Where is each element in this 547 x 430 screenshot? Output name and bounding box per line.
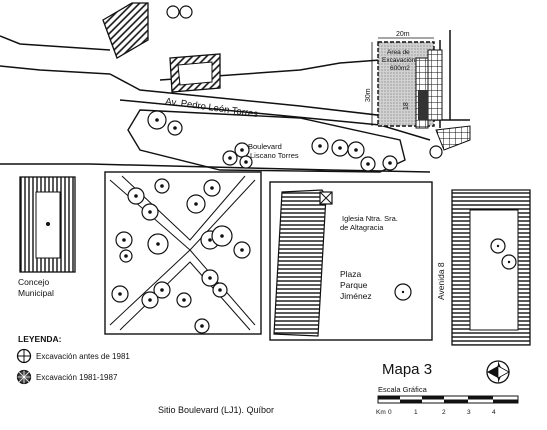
map-title: Mapa 3 — [382, 361, 432, 378]
boulevard-island — [127, 109, 406, 173]
scale-tick-4: 4 — [492, 409, 496, 416]
legend: LEYENDA: Excavación antes de 1981 Excava… — [16, 334, 130, 385]
street-label-boulevard: Boulevard — [248, 142, 282, 151]
excavation-height-label: 30m — [365, 88, 372, 102]
concejo-label-line2: Municipal — [18, 288, 54, 298]
legend-symbol-before-1981 — [16, 348, 32, 364]
street-label-avenida8: Avenida 8 — [436, 262, 446, 300]
legend-symbol-1981-1987 — [16, 369, 32, 385]
tree-icon — [111, 178, 251, 334]
excavation-label-line1: Area de — [387, 49, 410, 56]
excavation-area — [371, 37, 471, 159]
church-block — [269, 181, 433, 341]
street-label-liscano: Liscano Torres — [250, 151, 299, 160]
street-label-av-pedro: Av. Pedro León Torres — [165, 96, 259, 120]
legend-item-before-1981: Excavación antes de 1981 — [36, 352, 130, 361]
concejo-label-line1: Concejo — [18, 277, 49, 287]
building-top-left — [102, 2, 193, 59]
figure-caption: Sitio Boulevard (LJ1). Quíbor — [158, 405, 274, 415]
church-label-line2: de Altagracia — [340, 223, 384, 232]
scale-tick-3: 3 — [467, 409, 471, 416]
scale-tick-2: 2 — [442, 409, 446, 416]
church-label-line1: Iglesia Ntra. Sra. — [342, 214, 398, 223]
excavation-label-line3: 600m2 — [390, 65, 410, 72]
building-top-center — [169, 53, 221, 93]
scale-tick-0: 0 — [388, 409, 392, 416]
plaza-label-line3: Jiménez — [340, 291, 372, 301]
scale-unit: Km — [376, 409, 386, 416]
plaza-block — [104, 171, 262, 335]
building-concejo — [19, 176, 76, 273]
building-right — [451, 189, 531, 346]
scale-title: Escala Gráfica — [378, 385, 428, 394]
north-arrow-icon — [486, 360, 510, 384]
excavation-label-line2: Excavación — [382, 57, 416, 64]
plaza-label-line1: Plaza — [340, 269, 362, 279]
tree-icon — [147, 110, 398, 172]
scale-tick-1: 1 — [414, 409, 418, 416]
scale-bar — [377, 395, 519, 404]
plaza-label-line2: Parque — [340, 280, 368, 290]
legend-item-1981-1987: Excavación 1981-1987 — [36, 373, 118, 382]
legend-title: LEYENDA: — [18, 334, 62, 344]
excavation-grid-icon — [418, 90, 428, 120]
excavation-sector-label: 18 — [403, 102, 410, 110]
excavation-width-label: 20m — [396, 31, 410, 38]
